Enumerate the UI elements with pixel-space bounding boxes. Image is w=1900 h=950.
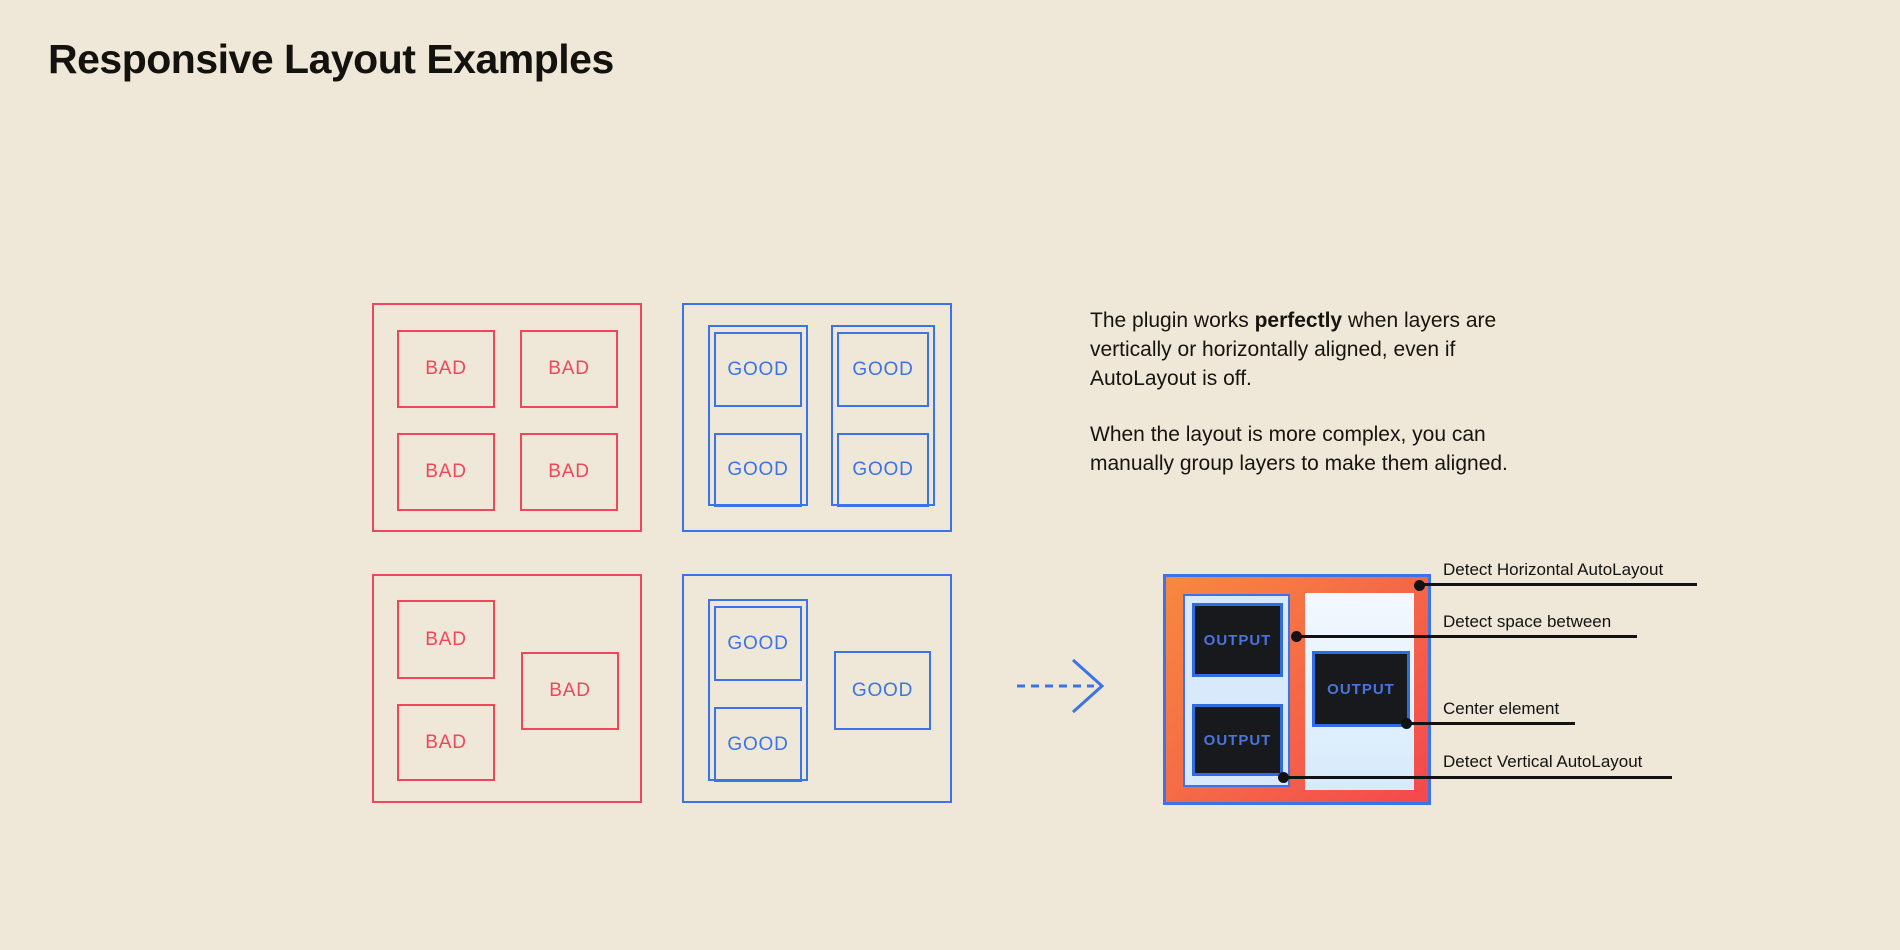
annotation-line-space bbox=[1297, 635, 1637, 638]
output-box: OUTPUT bbox=[1192, 704, 1283, 776]
output-left-group: OUTPUT OUTPUT bbox=[1183, 594, 1290, 787]
annotation-label-horizontal: Detect Horizontal AutoLayout bbox=[1443, 560, 1664, 579]
annotation-dot-space bbox=[1291, 631, 1302, 642]
good-group: GOOD GOOD bbox=[708, 599, 808, 782]
good-free-frame: GOOD GOOD GOOD bbox=[682, 574, 952, 803]
description-bold: perfectly bbox=[1254, 309, 1343, 332]
bad-free-frame: BAD BAD BAD bbox=[372, 574, 642, 803]
bad-box: BAD bbox=[520, 330, 618, 408]
good-box: GOOD bbox=[714, 606, 802, 681]
annotation-label-center: Center element bbox=[1443, 699, 1560, 718]
annotation-line-center bbox=[1407, 722, 1575, 725]
description-paragraph-1: The plugin works perfectly when layers a… bbox=[1090, 309, 1497, 390]
output-box: OUTPUT bbox=[1312, 651, 1410, 727]
description: The plugin works perfectly when layers a… bbox=[1090, 306, 1542, 505]
bad-grid-frame: BAD BAD BAD BAD bbox=[372, 303, 642, 532]
bad-box: BAD bbox=[397, 433, 495, 511]
good-group: GOOD GOOD bbox=[708, 325, 808, 507]
flow-arrow-icon bbox=[1017, 658, 1105, 714]
good-grid-frame: GOOD GOOD GOOD GOOD bbox=[682, 303, 952, 532]
bad-box: BAD bbox=[397, 330, 495, 408]
annotation-label-space: Detect space between bbox=[1443, 612, 1612, 631]
good-box: GOOD bbox=[714, 332, 802, 407]
annotation-dot-horizontal bbox=[1414, 580, 1425, 591]
good-box: GOOD bbox=[834, 651, 931, 730]
good-box: GOOD bbox=[714, 433, 802, 507]
good-box: GOOD bbox=[714, 707, 802, 782]
good-box: GOOD bbox=[837, 433, 929, 507]
description-paragraph-2: When the layout is more complex, you can… bbox=[1090, 423, 1508, 475]
output-frame: OUTPUT OUTPUT OUTPUT bbox=[1163, 574, 1431, 805]
output-box: OUTPUT bbox=[1192, 603, 1283, 677]
annotation-label-vertical: Detect Vertical AutoLayout bbox=[1443, 752, 1643, 771]
bad-box: BAD bbox=[521, 652, 619, 730]
good-group: GOOD GOOD bbox=[831, 325, 935, 507]
good-box: GOOD bbox=[837, 332, 929, 407]
bad-box: BAD bbox=[520, 433, 618, 511]
bad-box: BAD bbox=[397, 704, 495, 781]
page-title: Responsive Layout Examples bbox=[48, 36, 614, 82]
annotation-line-horizontal bbox=[1419, 583, 1697, 586]
annotation-line-vertical bbox=[1284, 776, 1672, 779]
annotation-dot-center bbox=[1401, 718, 1412, 729]
annotation-dot-vertical bbox=[1278, 772, 1289, 783]
bad-box: BAD bbox=[397, 600, 495, 679]
